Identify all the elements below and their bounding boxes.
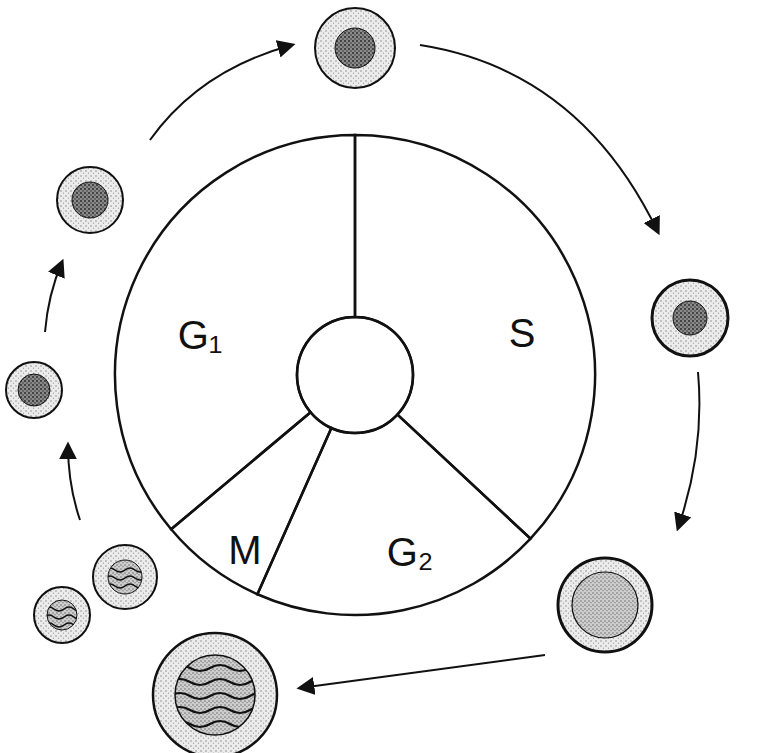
cell bbox=[93, 545, 157, 609]
phase-sector: M bbox=[115, 135, 595, 615]
sector-outline bbox=[115, 135, 595, 615]
chromosomes bbox=[170, 665, 270, 727]
nucleus bbox=[335, 28, 375, 68]
nucleus bbox=[18, 374, 50, 406]
arrow bbox=[68, 445, 80, 520]
chromosomes bbox=[105, 568, 145, 588]
phase-label: G₁ bbox=[178, 315, 223, 355]
phase-sector: S bbox=[115, 135, 595, 615]
cell bbox=[153, 633, 277, 753]
sector-path bbox=[115, 135, 355, 529]
nucleus bbox=[72, 182, 108, 218]
phase-label: G₂ bbox=[387, 532, 434, 572]
phase-sector: G₂ bbox=[115, 135, 595, 615]
arrow bbox=[300, 655, 545, 688]
cell bbox=[315, 8, 395, 88]
sector-path bbox=[257, 415, 530, 615]
cell bbox=[652, 280, 728, 356]
arrow bbox=[45, 262, 62, 332]
sector-path bbox=[355, 135, 595, 539]
chromosomes bbox=[44, 607, 84, 627]
sector-outline bbox=[115, 135, 595, 615]
cell bbox=[57, 167, 123, 233]
sector-outline bbox=[115, 135, 595, 615]
cell bbox=[34, 587, 90, 643]
cell bbox=[6, 362, 62, 418]
centre-circle bbox=[297, 317, 413, 433]
sector-outline bbox=[115, 135, 595, 615]
arrow bbox=[420, 45, 658, 232]
phase-label: S bbox=[509, 313, 536, 353]
phase-sector: G₁ bbox=[115, 135, 595, 615]
cell bbox=[558, 558, 652, 652]
phase-label: M bbox=[228, 530, 261, 570]
arrow bbox=[678, 372, 699, 528]
cycle-arrows bbox=[45, 45, 699, 688]
cells bbox=[6, 8, 728, 753]
arrow bbox=[150, 45, 292, 140]
nucleus bbox=[673, 301, 707, 335]
sector-path bbox=[171, 412, 331, 594]
nucleus bbox=[572, 572, 638, 638]
